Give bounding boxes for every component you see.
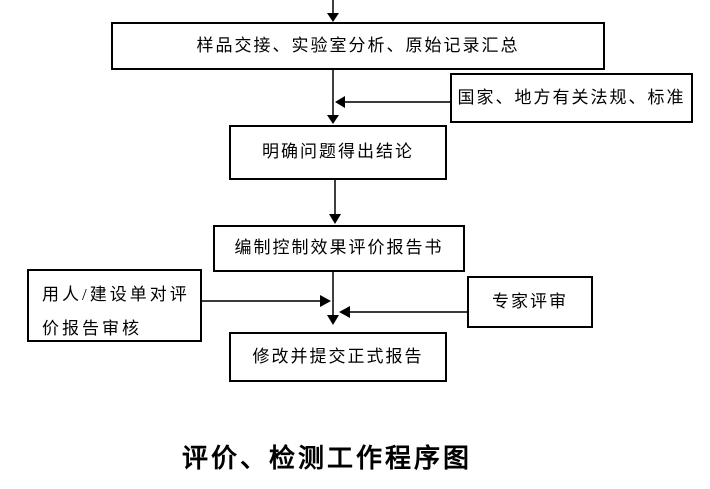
node-sample-summary-label: 样品交接、实验室分析、原始记录汇总 xyxy=(196,35,520,55)
arrow-regulations-to-flow xyxy=(335,96,450,108)
node-expert-review-label: 专家评审 xyxy=(492,291,568,311)
node-final-report: 修改并提交正式报告 xyxy=(229,332,447,382)
node-employer-review-label: 用人/建设单对评 价报告审核 xyxy=(42,285,190,338)
node-regulations-label: 国家、地方有关法规、标准 xyxy=(457,87,686,107)
node-expert-review: 专家评审 xyxy=(467,276,593,328)
arrow-employer-to-flow xyxy=(202,295,331,307)
arrow-into-sample-box xyxy=(327,0,339,22)
diagram-title: 评价、检测工作程序图 xyxy=(181,444,472,473)
arrow-draft-to-final xyxy=(327,272,339,325)
node-sample-summary: 样品交接、实验室分析、原始记录汇总 xyxy=(111,22,605,70)
node-conclusion: 明确问题得出结论 xyxy=(229,125,447,180)
arrow-conclusion-to-draft xyxy=(329,180,341,224)
arrow-expert-to-flow xyxy=(339,306,467,318)
node-final-report-label: 修改并提交正式报告 xyxy=(252,346,424,366)
node-employer-review: 用人/建设单对评 价报告审核 xyxy=(27,269,202,342)
node-draft-report: 编制控制效果评价报告书 xyxy=(213,225,465,272)
node-conclusion-label: 明确问题得出结论 xyxy=(262,142,414,162)
arrow-sample-to-conclusion xyxy=(327,70,339,124)
node-regulations: 国家、地方有关法规、标准 xyxy=(450,73,693,123)
node-draft-report-label: 编制控制效果评价报告书 xyxy=(234,238,444,258)
